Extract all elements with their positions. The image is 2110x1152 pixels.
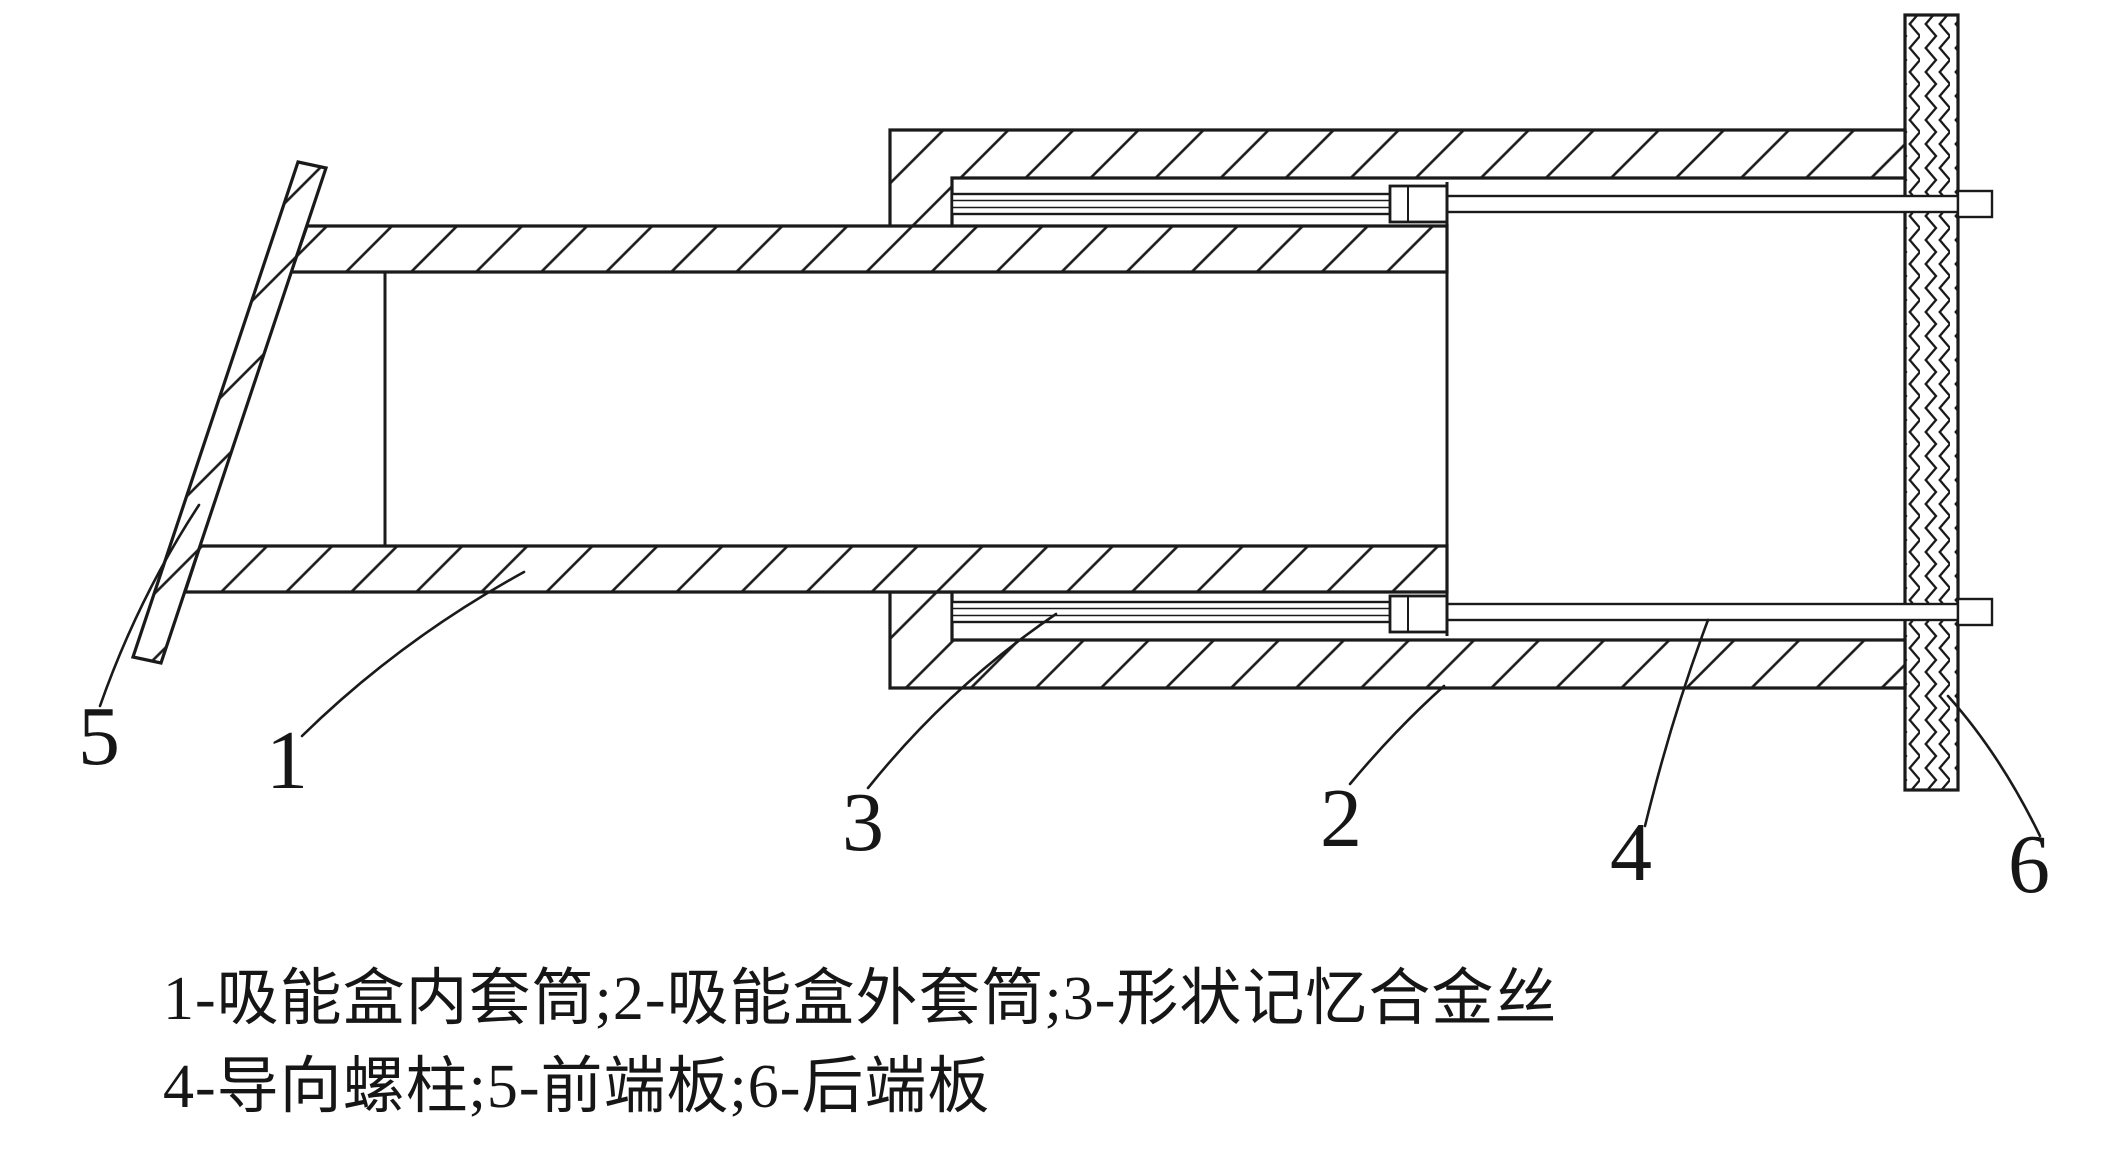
part-label-6: 6 [2008,818,2050,911]
caption-line-1: 1-吸能盒内套筒;2-吸能盒外套筒;3-形状记忆合金丝 [163,965,1558,1033]
leader-line-2 [1348,684,1446,786]
part-label-3: 3 [842,776,884,869]
wire-anchor-top [1388,184,1449,224]
leader-line-4 [1643,618,1710,828]
part-label-2: 2 [1320,772,1362,865]
part-label-1: 1 [266,714,308,807]
inner-sleeve-bottom-wall [182,544,1449,594]
part-label-4: 4 [1610,806,1652,899]
sma-wire-top [950,192,1392,216]
rear-end-plate [1903,13,1960,792]
wire-anchor-bottom [1388,594,1449,634]
caption-line-2: 4-导向螺柱;5-前端板;6-后端板 [163,1053,991,1121]
leader-line-6 [1946,694,2042,838]
guide-stud-top [1445,189,1994,219]
part-label-5: 5 [78,690,120,783]
front-end-plate [130,160,329,665]
leader-line-3 [866,612,1058,790]
leader-line-5 [98,503,201,708]
guide-stud-bottom [1445,597,1994,627]
leader-line-1 [300,570,526,738]
inner-sleeve-top-wall [288,224,1449,274]
sma-wire-bottom [950,600,1392,624]
